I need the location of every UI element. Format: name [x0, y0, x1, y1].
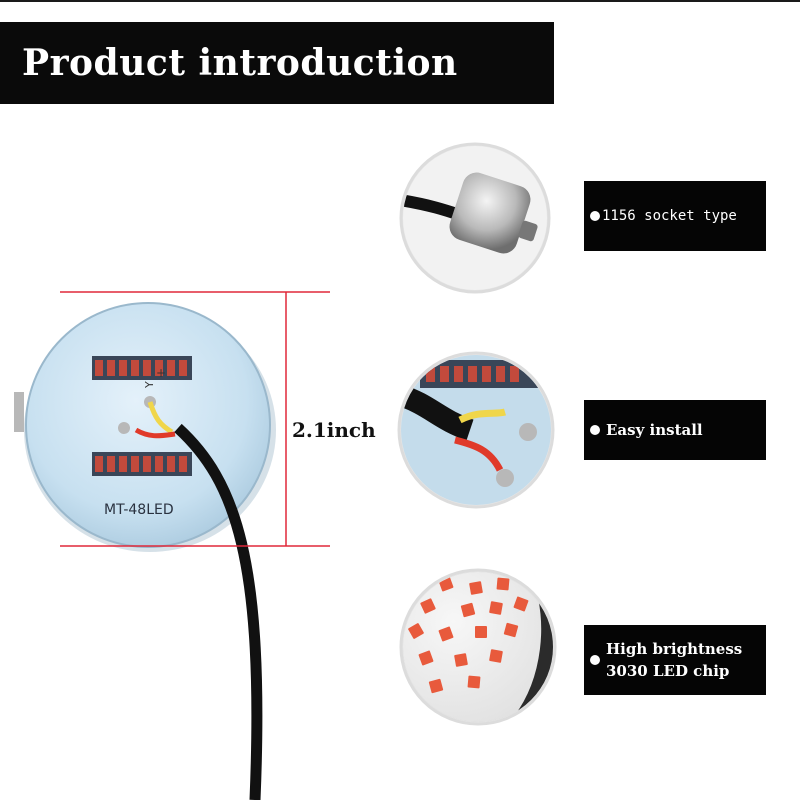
led-chip-row-bottom — [92, 452, 192, 476]
feature-callout-brightness: High brightness 3030 LED chip — [584, 625, 766, 695]
feature-text-line: High brightness — [606, 640, 743, 658]
pad-plus-label: + — [156, 366, 166, 380]
socket-detail-image — [399, 142, 551, 294]
led-chip-detail-image — [399, 568, 557, 726]
diameter-label: 2.1inch — [292, 418, 376, 442]
feature-text: Easy install — [606, 421, 703, 439]
wiring-detail-image — [397, 351, 555, 509]
board-model-label: MT-48LED — [104, 502, 174, 518]
top-border-rule — [0, 0, 800, 2]
led-board: Y + MT-48LED — [14, 302, 276, 552]
feature-callout-install: Easy install — [584, 400, 766, 460]
pad-y-label: Y — [143, 381, 156, 389]
bullet-icon — [590, 425, 600, 435]
title-banner: Product introduction — [0, 22, 554, 104]
bullet-icon — [590, 655, 600, 665]
feature-callout-socket: 1156 socket type — [584, 181, 766, 251]
feature-text: 1156 socket type — [602, 208, 737, 224]
wire-harness — [134, 401, 263, 800]
led-chip-cluster — [408, 576, 529, 694]
dimension-markers — [60, 291, 330, 547]
led-chip-row-top — [92, 356, 192, 380]
feature-text-line: 3030 LED chip — [606, 662, 730, 680]
feature-text: High brightness 3030 LED chip — [606, 638, 742, 682]
page-title: Product introduction — [22, 42, 458, 84]
bullet-icon — [590, 211, 600, 221]
